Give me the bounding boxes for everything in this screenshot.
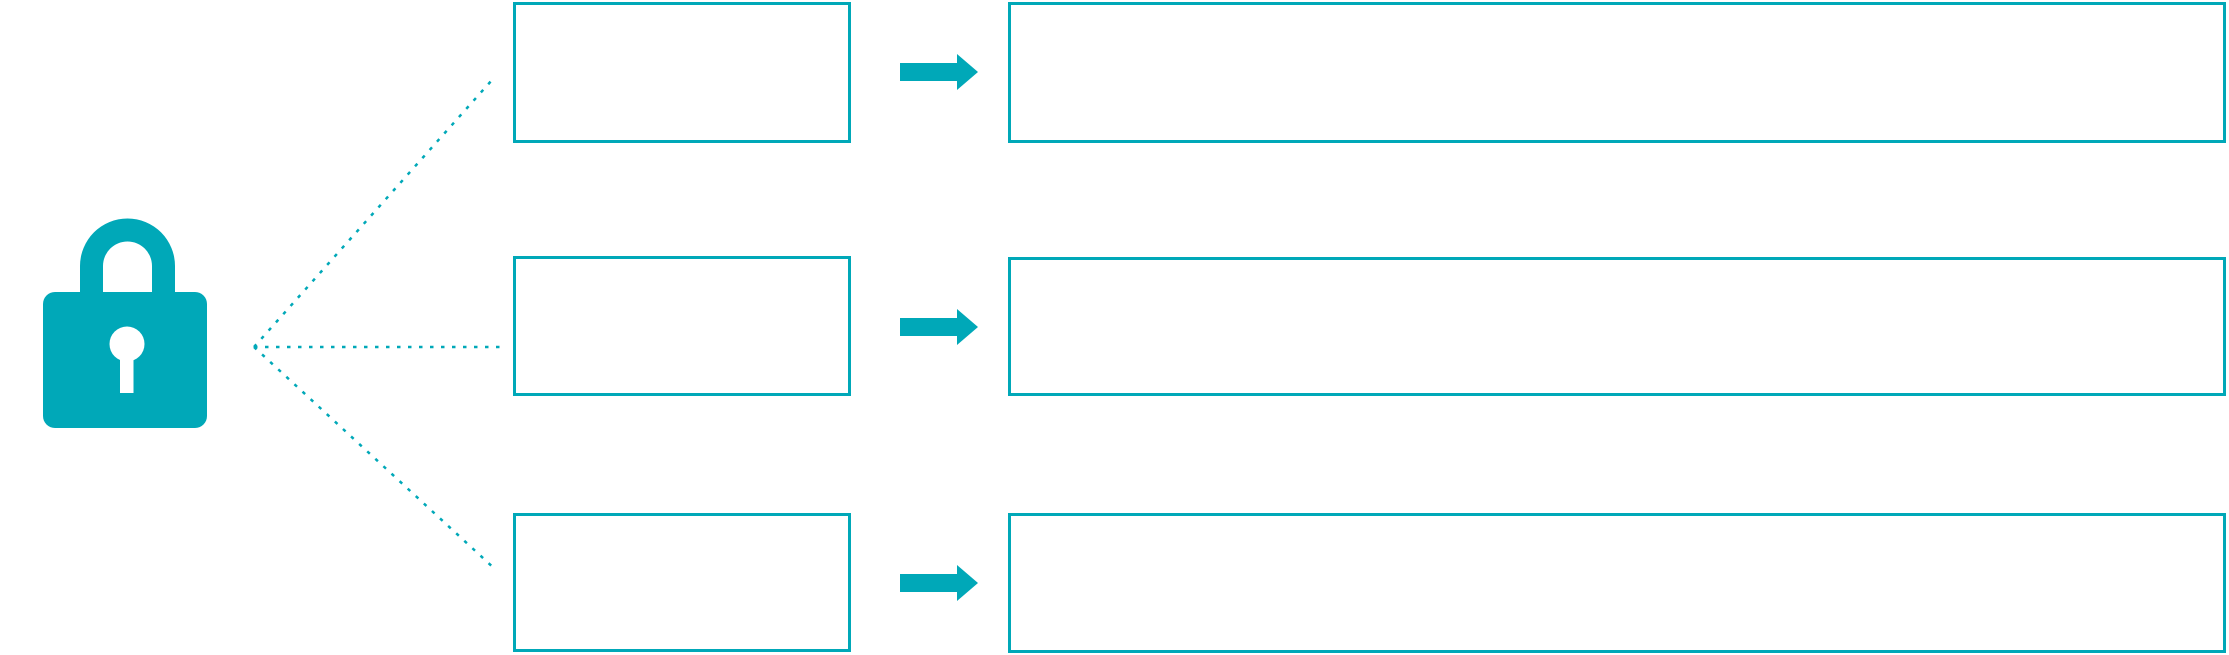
connector-line-bottom — [253, 346, 497, 571]
lock-shackle — [80, 218, 175, 302]
connector-line-top — [253, 79, 493, 348]
right-arrow-icon-3 — [900, 565, 978, 601]
lock-icon — [43, 218, 207, 428]
source-box-1 — [513, 2, 851, 143]
keyhole-stem — [120, 348, 134, 393]
target-box-2 — [1008, 257, 2226, 396]
target-box-3 — [1008, 513, 2226, 653]
target-box-1 — [1008, 2, 2226, 143]
source-box-2 — [513, 256, 851, 396]
source-box-3 — [513, 513, 851, 652]
right-arrow-icon-1 — [900, 54, 978, 90]
right-arrow-icon-2 — [900, 309, 978, 345]
keyhole-circle — [109, 326, 145, 362]
